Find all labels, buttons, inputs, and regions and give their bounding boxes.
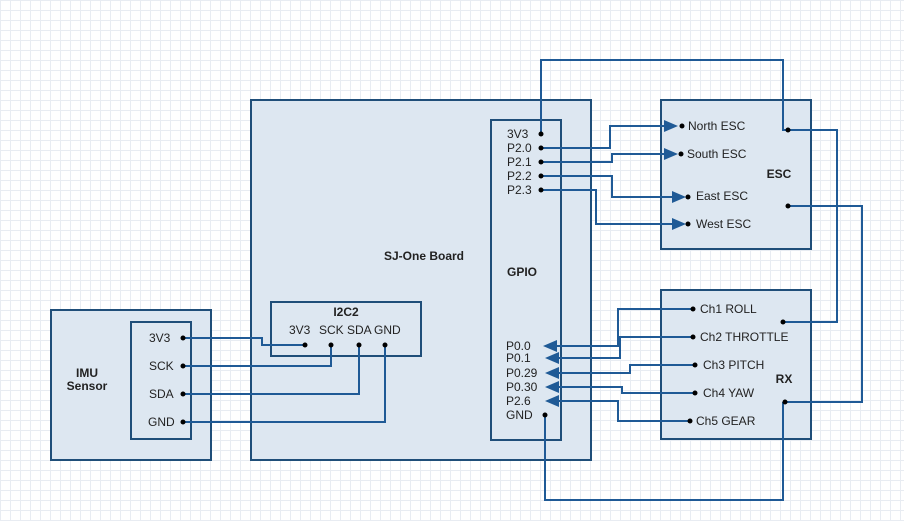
wire-ch4-p030 [556, 386, 695, 394]
imu-pin-label: 3V3 [149, 331, 171, 345]
wire-ch1-p00 [556, 308, 693, 347]
arrow-p029 [545, 367, 559, 379]
imu-pin-label: GND [148, 415, 175, 429]
wire-ch2-p01 [556, 336, 693, 359]
wire-imu-sda [183, 345, 360, 395]
i2c-pin-label: 3V3 [289, 323, 311, 337]
gpio-pin-label: P2.3 [507, 183, 532, 197]
wire-p20-north-esc [541, 125, 668, 149]
wire-imu-sck [183, 345, 332, 367]
pin-dots [180, 123, 791, 425]
rx-pin-label: Ch4 YAW [703, 386, 755, 400]
imu-pin-block [130, 321, 192, 440]
i2c-pin-label: SCK [319, 323, 344, 337]
gpio-pin-label: P0.1 [506, 351, 531, 365]
esc-pin-label: South ESC [687, 147, 747, 161]
wires [183, 59, 863, 501]
gpio-pin-label: P2.0 [507, 141, 532, 155]
imu-pin-label: SDA [149, 387, 174, 401]
arrow-p01 [545, 352, 559, 364]
gpio-pin-label: P2.1 [507, 155, 532, 169]
arrow-p030 [545, 381, 559, 393]
arrow-p00 [543, 340, 557, 352]
gpio-pin-label: P0.0 [506, 339, 531, 353]
i2c-pin-label: SDA [347, 323, 372, 337]
esc-title: ESC [767, 167, 792, 181]
wire-ch3-p029 [556, 364, 695, 374]
wire-imu-gnd [183, 345, 386, 423]
gpio-pin-label: P2.6 [506, 394, 531, 408]
rx-pin-label: Ch3 PITCH [703, 358, 764, 372]
i2c-pin-label: GND [374, 323, 401, 337]
arrow-west-esc [672, 218, 686, 230]
gpio-pin-label: GND [506, 408, 533, 422]
imu-title-line2: Sensor [67, 379, 108, 393]
arrowheads [543, 120, 686, 407]
rx-pin-label: Ch1 ROLL [700, 302, 757, 316]
i2c2-block [270, 301, 422, 357]
gpio-pin-label: P0.30 [506, 380, 538, 394]
esc-pin-label: East ESC [696, 189, 748, 203]
gpio-pin-label: P0.29 [506, 366, 538, 380]
rx-pin-label: Ch5 GEAR [696, 414, 756, 428]
gpio-pin-label: 3V3 [507, 127, 529, 141]
imu-pin-label: SCK [149, 359, 174, 373]
wire-p21-south-esc [541, 153, 668, 163]
arrow-south-esc [664, 148, 678, 160]
arrow-north-esc [664, 120, 678, 132]
arrow-east-esc [672, 191, 686, 203]
wire-imu-3v3 [183, 337, 305, 346]
rx-title: RX [776, 372, 793, 386]
gpio-title: GPIO [507, 265, 537, 279]
imu-title-line1: IMU [76, 366, 98, 380]
board-title: SJ-One Board [384, 249, 464, 263]
wire-p22-east-esc [541, 175, 672, 198]
arrow-p26 [545, 395, 559, 407]
wire-3v3-esc-rx [540, 59, 838, 323]
wire-p23-west-esc [541, 189, 672, 225]
gpio-pin-label: P2.2 [507, 169, 532, 183]
esc-pin-label: West ESC [696, 217, 751, 231]
i2c2-title: I2C2 [333, 305, 359, 319]
wire-esc-rx-ground [785, 205, 863, 403]
esc-pin-label: North ESC [688, 119, 746, 133]
rx-pin-label: Ch2 THROTTLE [700, 330, 788, 344]
wire-ch5-p26 [556, 400, 690, 422]
wire-gnd-rx [544, 402, 784, 501]
